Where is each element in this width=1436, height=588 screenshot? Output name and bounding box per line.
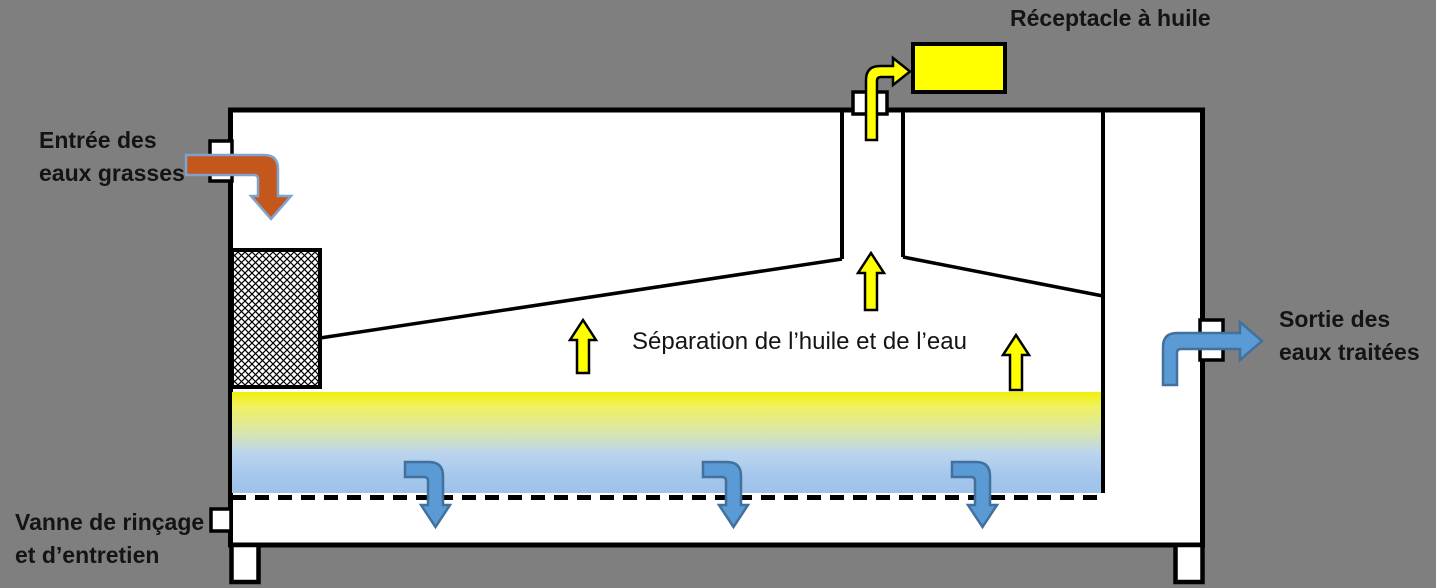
label-outlet: Sortie des eaux traitées [1279,303,1420,369]
water-down-arrow-1-icon [403,460,453,530]
label-drain-valve: Vanne de rinçage et d’entretien [15,506,204,572]
left-foot [229,542,261,585]
oil-receptacle-box [911,42,1007,94]
inlet-flow-arrow-icon [184,153,294,221]
left-baffle [319,257,843,340]
right-foot [1173,542,1205,585]
label-inlet-line2: eaux grasses [39,160,185,186]
label-inlet-line1: Entrée des [39,127,157,153]
treated-water-outflow-arrow-icon [1161,319,1264,387]
label-outlet-line1: Sortie des [1279,306,1391,332]
water-down-arrow-2-icon [701,460,751,530]
label-outlet-line2: eaux traitées [1279,339,1420,365]
drain-valve-port [209,507,233,533]
oil-rise-arrow-center-icon [855,250,887,312]
inlet-filter-screen [230,248,322,389]
right-baffle [902,255,1104,298]
label-oil-receptacle: Réceptacle à huile [1010,5,1211,31]
water-down-arrow-3-icon [950,460,1000,530]
oil-rise-arrow-left-icon [567,317,599,375]
label-inlet: Entrée des eaux grasses [39,124,185,190]
oil-rise-arrow-right-icon [1000,332,1032,392]
oil-outflow-arrow-icon [864,55,913,142]
label-drain-valve-line1: Vanne de rinçage [15,509,205,535]
label-drain-valve-line2: et d’entretien [15,542,160,568]
label-separation: Séparation de l’huile et de l’eau [632,328,967,355]
